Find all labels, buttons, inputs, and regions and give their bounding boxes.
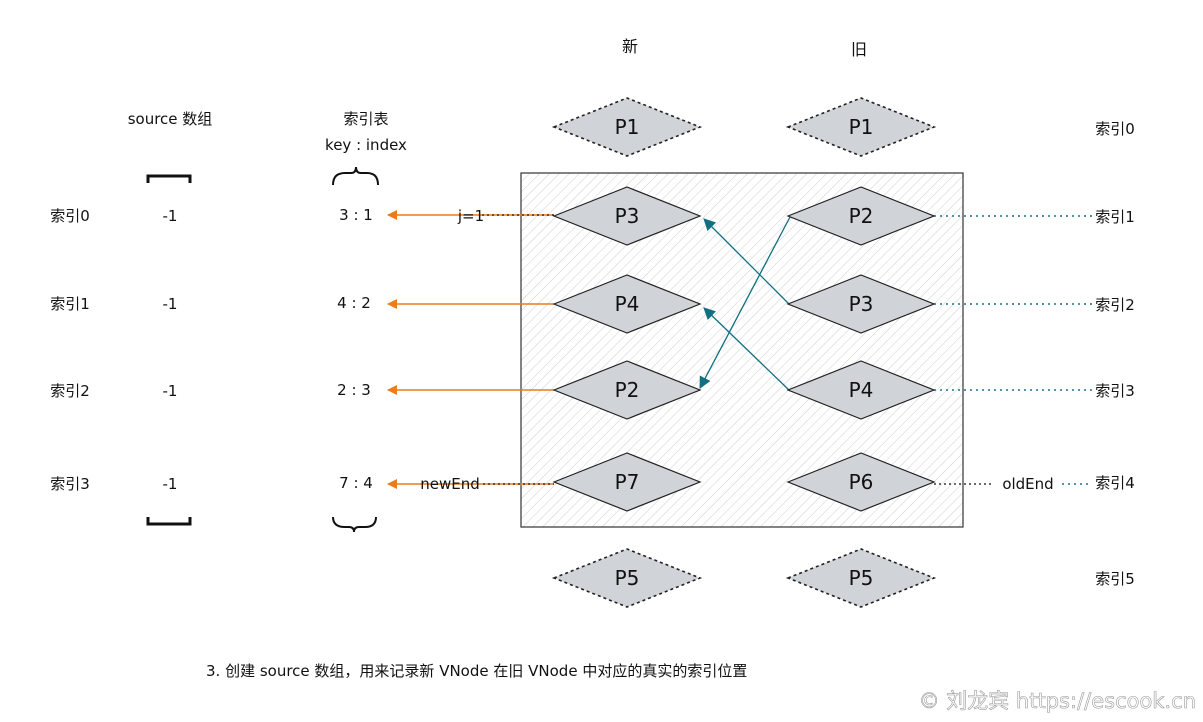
left-index-label: 索引0	[50, 207, 90, 225]
new-node-label: P4	[615, 292, 640, 316]
j-pointer-label: j=1	[457, 207, 484, 225]
left-index-column: 索引0 索引1 索引2 索引3	[50, 207, 90, 493]
new-end-pointer-label: newEnd	[420, 475, 480, 493]
teal-arrow-p2	[699, 216, 791, 389]
left-index-label: 索引1	[50, 295, 90, 313]
old-node-list: P1 P2 P3 P4 P6 P5	[785, 97, 937, 608]
key-index-entries: 3 : 1 4 : 2 2 : 3 7 : 4	[337, 206, 373, 492]
old-node: P4	[786, 360, 936, 420]
right-index-column: 索引0 索引1 索引2 索引3 索引4 索引5	[1095, 120, 1135, 588]
old-end-pointer-label: oldEnd	[1002, 475, 1053, 493]
new-node: P5	[551, 548, 703, 608]
left-index-label: 索引2	[50, 382, 90, 400]
right-index-label: 索引4	[1095, 474, 1135, 492]
old-node: P5	[785, 548, 937, 608]
old-node-label: P5	[849, 566, 874, 590]
source-value: -1	[163, 475, 178, 493]
teal-arrow-p3	[703, 218, 791, 306]
new-node: P2	[552, 360, 702, 420]
right-index-label: 索引3	[1095, 382, 1135, 400]
caption: 3. 创建 source 数组，用来记录新 VNode 在旧 VNode 中对应…	[206, 662, 747, 680]
right-index-label: 索引1	[1095, 208, 1135, 226]
new-node-list: P1 P3 P4 P2 P7 P5	[551, 97, 703, 608]
right-index-label: 索引0	[1095, 120, 1135, 138]
header-key-index-sub: key : index	[325, 136, 407, 154]
old-node: P6	[786, 452, 936, 512]
right-index-label: 索引2	[1095, 296, 1135, 314]
old-node-label: P1	[849, 115, 874, 139]
key-index-brace-bottom	[332, 516, 377, 533]
new-node: P3	[552, 186, 702, 246]
old-node-label: P6	[849, 470, 874, 494]
new-node-label: P3	[615, 204, 640, 228]
source-value: -1	[163, 207, 178, 225]
header-new: 新	[622, 37, 638, 56]
old-node-label: P4	[849, 378, 874, 402]
old-node: P1	[785, 97, 937, 157]
new-node-label: P7	[615, 470, 640, 494]
right-index-label: 索引5	[1095, 570, 1135, 588]
new-node: P7	[552, 452, 702, 512]
source-value: -1	[163, 295, 178, 313]
key-index-entry: 7 : 4	[339, 474, 373, 492]
old-node: P3	[786, 274, 936, 334]
new-node-label: P2	[615, 378, 640, 402]
left-index-label: 索引3	[50, 475, 90, 493]
key-index-brace-top	[332, 166, 379, 186]
source-value: -1	[163, 382, 178, 400]
new-node-label: P1	[615, 115, 640, 139]
old-node-label: P3	[849, 292, 874, 316]
source-bracket-bottom	[146, 517, 192, 526]
old-node: P2	[786, 186, 936, 246]
header-old: 旧	[851, 40, 867, 59]
new-node: P1	[551, 97, 703, 157]
header-key-index-title: 索引表	[343, 110, 388, 128]
header-source-array: source 数组	[128, 110, 213, 128]
teal-arrow-p4	[703, 307, 791, 392]
watermark: © 刘龙宾 https://escook.cn	[919, 689, 1196, 713]
new-node: P4	[552, 274, 702, 334]
old-node-label: P2	[849, 204, 874, 228]
new-node-label: P5	[615, 566, 640, 590]
source-values: -1 -1 -1 -1	[163, 207, 178, 493]
key-index-entry: 2 : 3	[337, 381, 371, 399]
key-index-entry: 4 : 2	[337, 294, 371, 312]
key-index-entry: 3 : 1	[339, 206, 373, 224]
source-bracket-top	[146, 174, 192, 183]
